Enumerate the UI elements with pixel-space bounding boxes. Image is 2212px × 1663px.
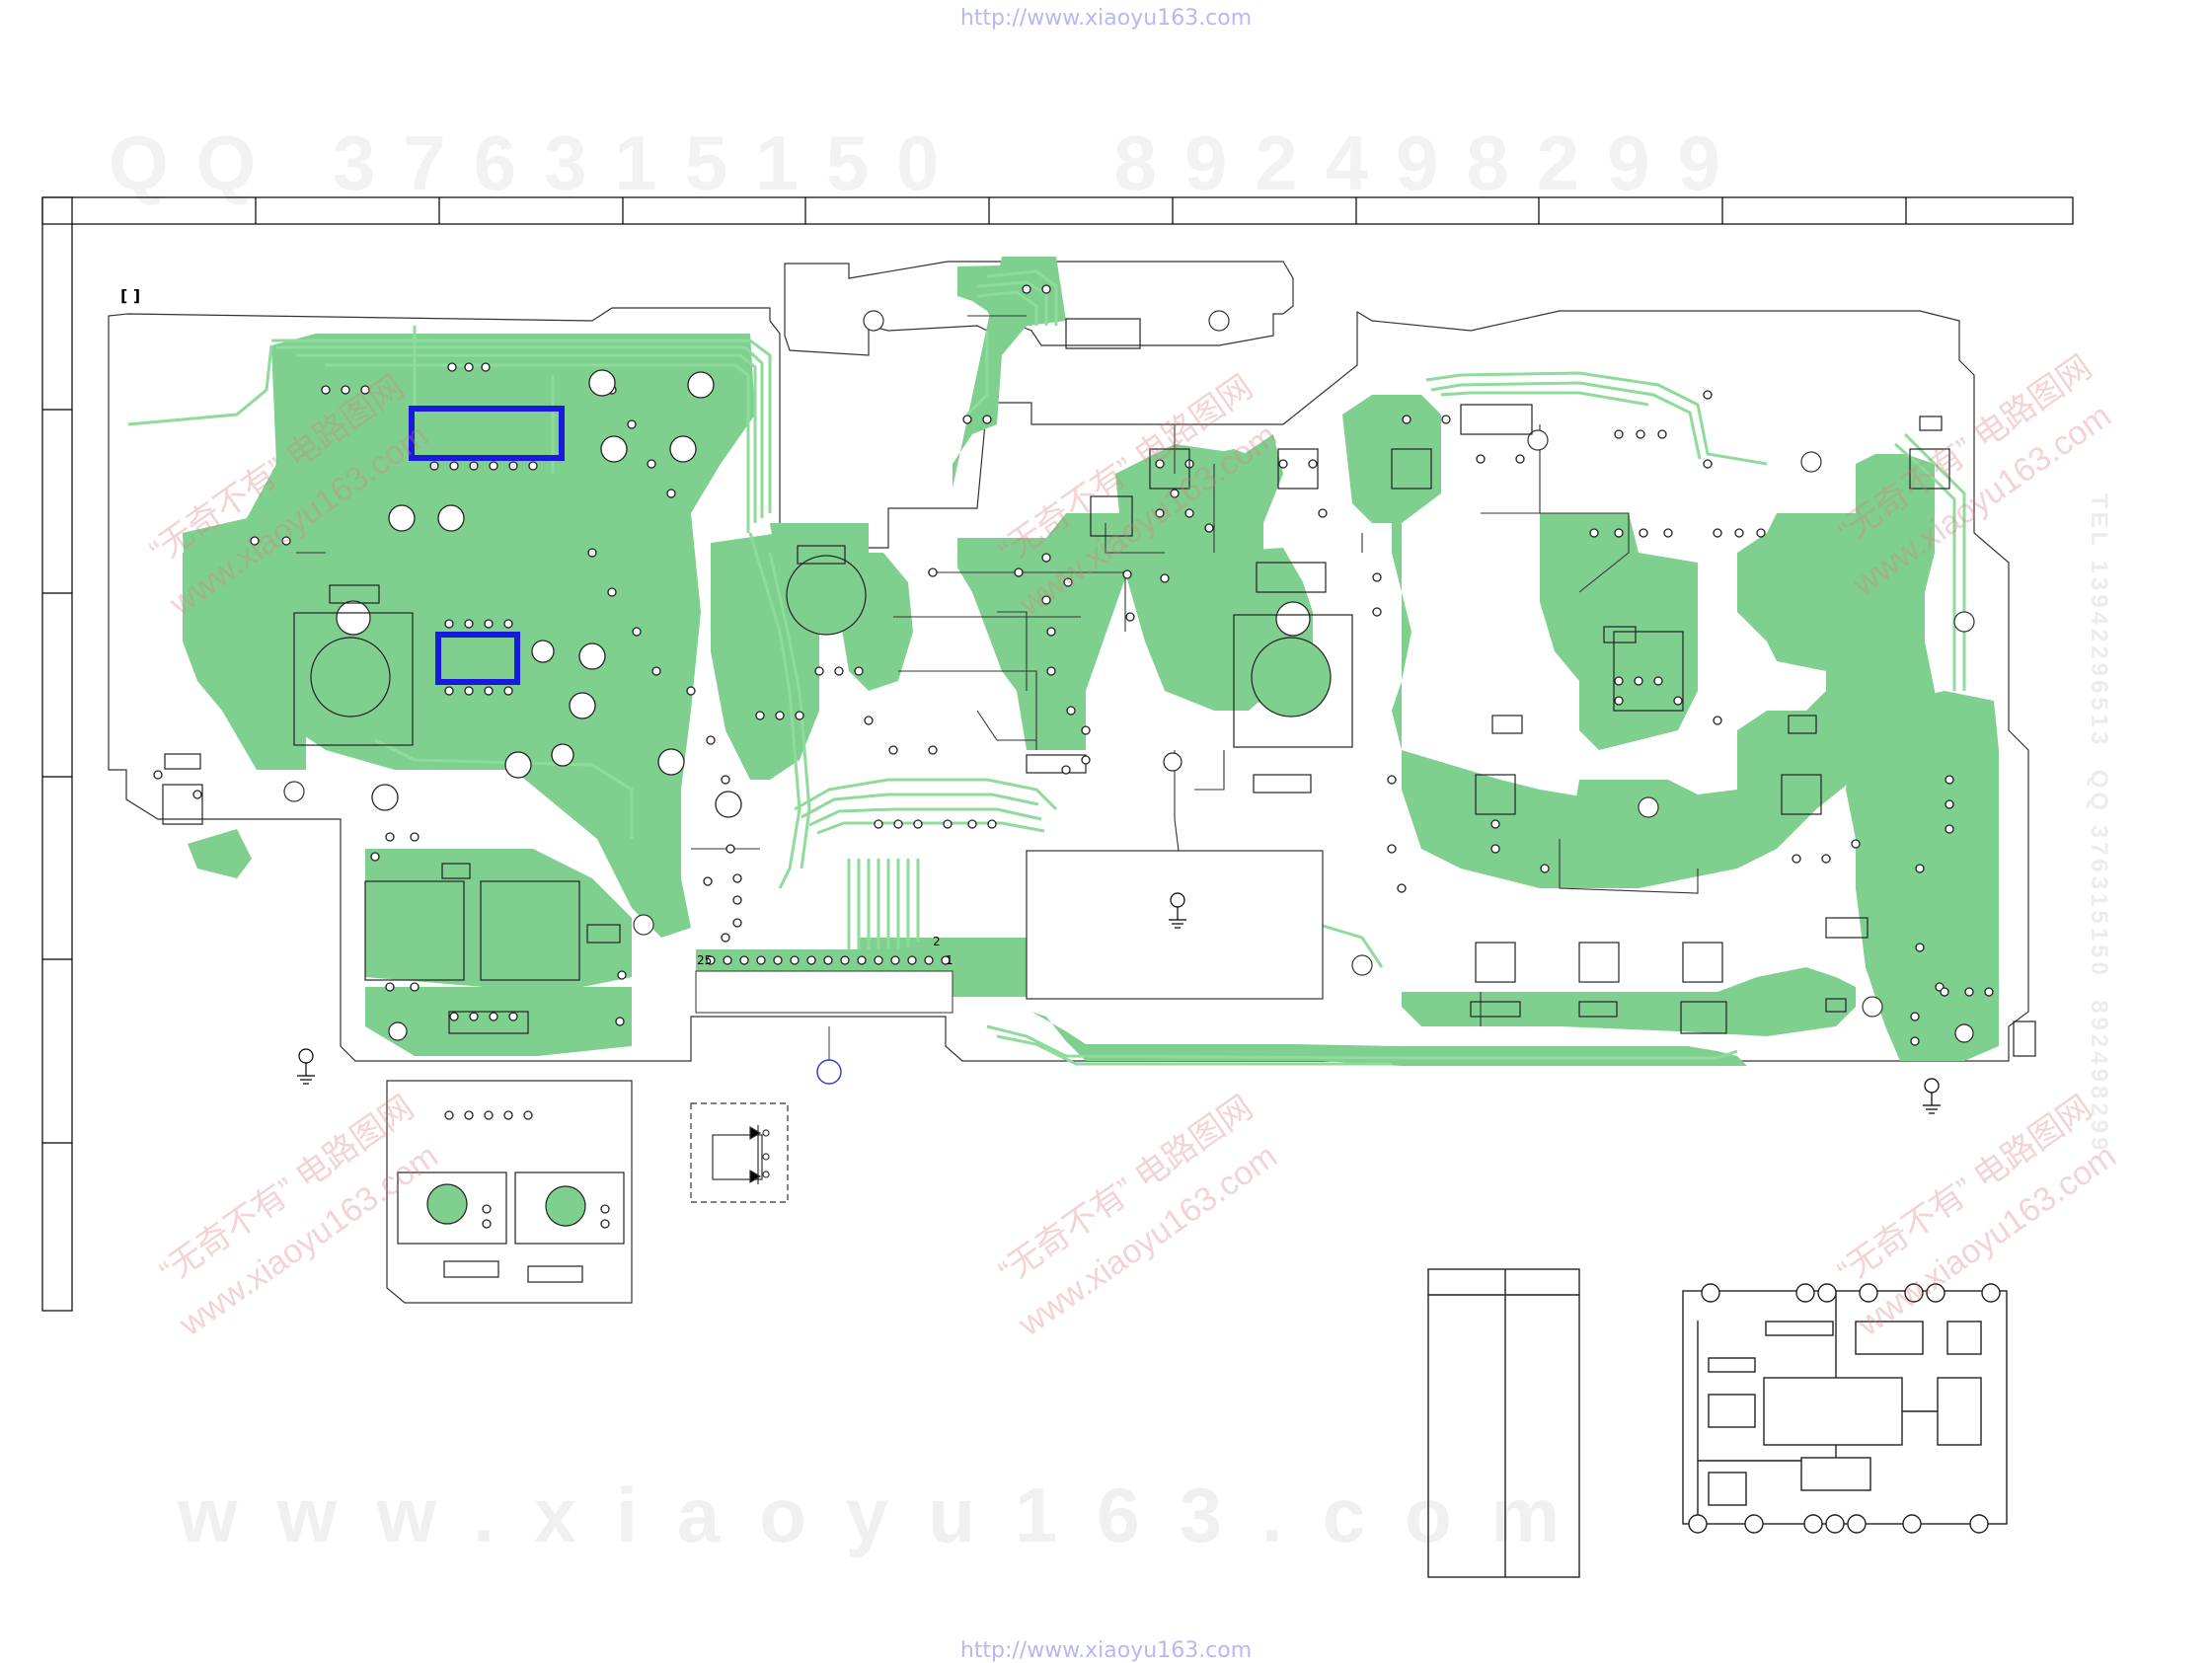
mounting-holes bbox=[283, 310, 1975, 1018]
switch-components bbox=[162, 448, 1950, 983]
copper-pour bbox=[183, 257, 1999, 1066]
board-section-label: [ ] bbox=[120, 286, 141, 305]
bottom-url-watermark: http://www.xiaoyu163.com bbox=[959, 1638, 1253, 1663]
ic-highlight-lower bbox=[435, 632, 520, 685]
test-point-marker bbox=[816, 1059, 842, 1085]
signal-traces bbox=[296, 315, 1699, 1026]
detail-switch-box bbox=[690, 1102, 789, 1203]
top-qq-watermark: QQ 376315150 892498299 bbox=[109, 119, 1748, 206]
frame-grid bbox=[41, 196, 2074, 1312]
pads-vias bbox=[153, 284, 1994, 1229]
connector-pin-2-label: 2 bbox=[933, 935, 941, 948]
legend-table bbox=[1427, 1268, 1580, 1578]
bottom-site-watermark: www.xiaoyu163.com bbox=[178, 1472, 1600, 1558]
ic-highlight-upper bbox=[409, 406, 565, 461]
capacitors bbox=[371, 369, 742, 818]
connector-pin-25-label: 25 bbox=[697, 953, 713, 967]
connector-strip bbox=[695, 949, 953, 1085]
ic-block-diagram bbox=[1682, 1283, 2008, 1534]
connector-pin-1-label: 1 bbox=[946, 953, 953, 967]
large-components bbox=[164, 318, 2036, 1283]
highlighted-ics bbox=[409, 406, 565, 685]
top-url-watermark: http://www.xiaoyu163.com bbox=[959, 6, 1253, 31]
ground-symbols bbox=[297, 892, 1941, 1114]
